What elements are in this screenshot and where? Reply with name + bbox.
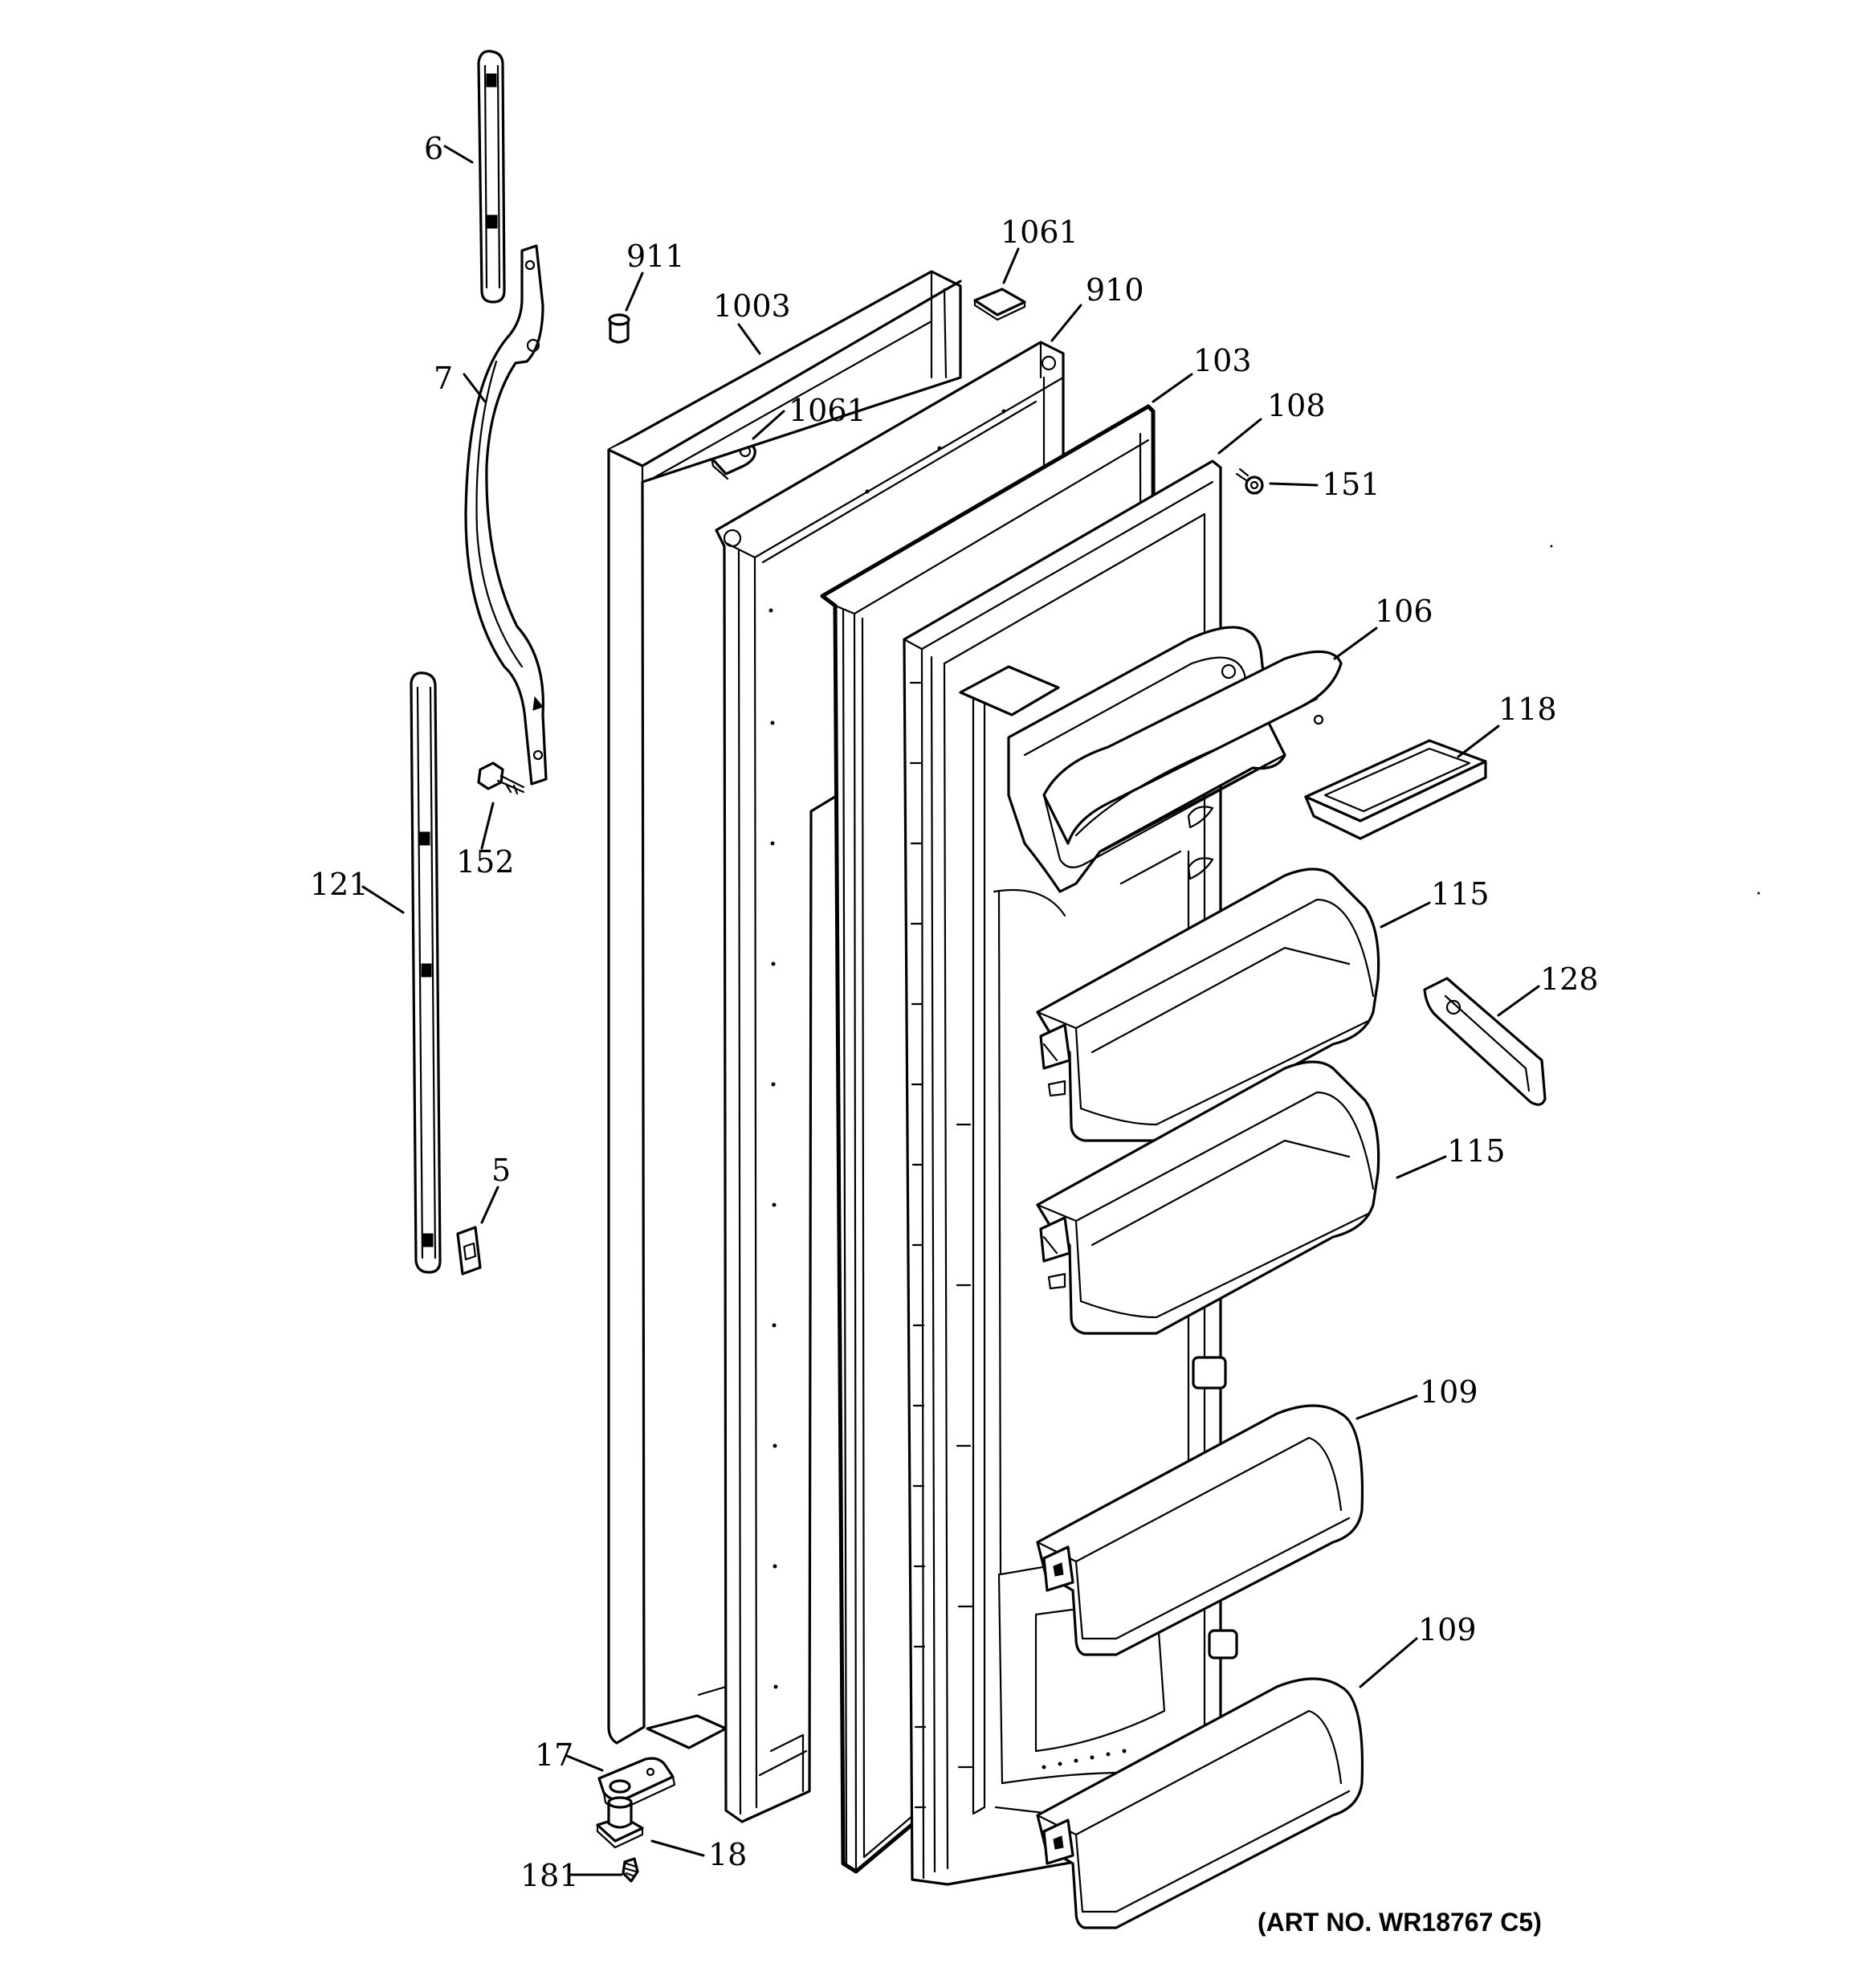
label-121: 121 (310, 867, 369, 902)
leader-1061-mid (752, 410, 785, 440)
label-17: 17 (535, 1737, 573, 1773)
label-152: 152 (456, 844, 515, 880)
part-115-door-bin-upper (1036, 806, 1380, 1142)
leader-121 (361, 885, 405, 914)
leader-118 (1457, 725, 1500, 758)
part-109-shelf-bin-lower (1036, 1677, 1364, 1929)
callout-labels: 6 7 911 1003 1061 910 1061 103 108 151 1… (310, 131, 1599, 1893)
label-151: 151 (1322, 467, 1380, 502)
label-911: 911 (626, 239, 685, 274)
label-118: 118 (1498, 692, 1557, 727)
leader-115-a (1380, 901, 1431, 929)
part-5-clip (456, 1226, 482, 1276)
part-6-handle-trim-upper (477, 50, 506, 304)
leader-109-a (1355, 1394, 1418, 1420)
leader-103 (1152, 373, 1193, 403)
art-number: (ART NO. WR18767 C5) (1258, 1908, 1542, 1937)
part-911-plug (608, 313, 630, 344)
leader-108 (1217, 418, 1262, 455)
scan-speck (1757, 892, 1760, 895)
leader-1061-top (1002, 247, 1020, 284)
part-1003-outer-door (607, 270, 962, 1749)
part-128-divider (1423, 977, 1547, 1106)
label-181: 181 (520, 1858, 579, 1893)
leader-115-b (1396, 1155, 1447, 1179)
leader-911 (625, 271, 644, 312)
part-181-screw (622, 1857, 639, 1883)
label-1061-top: 1061 (1001, 214, 1078, 250)
part-7-door-handle (464, 244, 548, 786)
label-115-a: 115 (1431, 876, 1490, 912)
label-7: 7 (434, 361, 453, 396)
leader-1003 (737, 323, 761, 355)
label-109-a: 109 (1420, 1374, 1478, 1410)
label-115-b: 115 (1447, 1133, 1506, 1169)
label-910: 910 (1086, 272, 1144, 308)
leader-128 (1497, 985, 1540, 1017)
leader-18 (650, 1839, 705, 1857)
part-1061-plate-top (973, 288, 1026, 321)
label-6: 6 (424, 131, 443, 166)
label-109-b: 109 (1418, 1612, 1477, 1647)
leader-152 (480, 802, 495, 850)
label-103: 103 (1193, 343, 1252, 378)
scan-speck (1550, 545, 1553, 548)
leader-109-b (1359, 1637, 1418, 1688)
leader-151 (1269, 482, 1319, 487)
leader-lines (361, 145, 1540, 1876)
part-118-egg-tray (1304, 739, 1487, 840)
part-109-shelf-bin-upper (1036, 1404, 1364, 1656)
part-152-screw (477, 761, 525, 795)
part-18-bushing (596, 1796, 644, 1849)
leader-17 (565, 1754, 604, 1772)
label-108: 108 (1267, 388, 1326, 423)
label-128: 128 (1540, 961, 1599, 997)
leader-5 (480, 1186, 499, 1224)
leader-7 (463, 373, 487, 403)
label-5: 5 (491, 1153, 511, 1188)
label-1003: 1003 (713, 288, 791, 324)
label-106: 106 (1375, 594, 1433, 629)
leader-6 (443, 145, 474, 164)
part-115-door-bin-lower (1036, 1060, 1380, 1335)
part-151-screw (1235, 467, 1264, 495)
part-106-dairy-compartment (959, 626, 1343, 893)
label-18: 18 (708, 1837, 747, 1872)
leader-106 (1333, 627, 1378, 660)
part-121-handle-trim-lower (410, 672, 442, 1274)
leader-910 (1050, 304, 1082, 342)
liner-ribs (909, 681, 973, 1809)
label-1061-mid: 1061 (789, 393, 866, 428)
